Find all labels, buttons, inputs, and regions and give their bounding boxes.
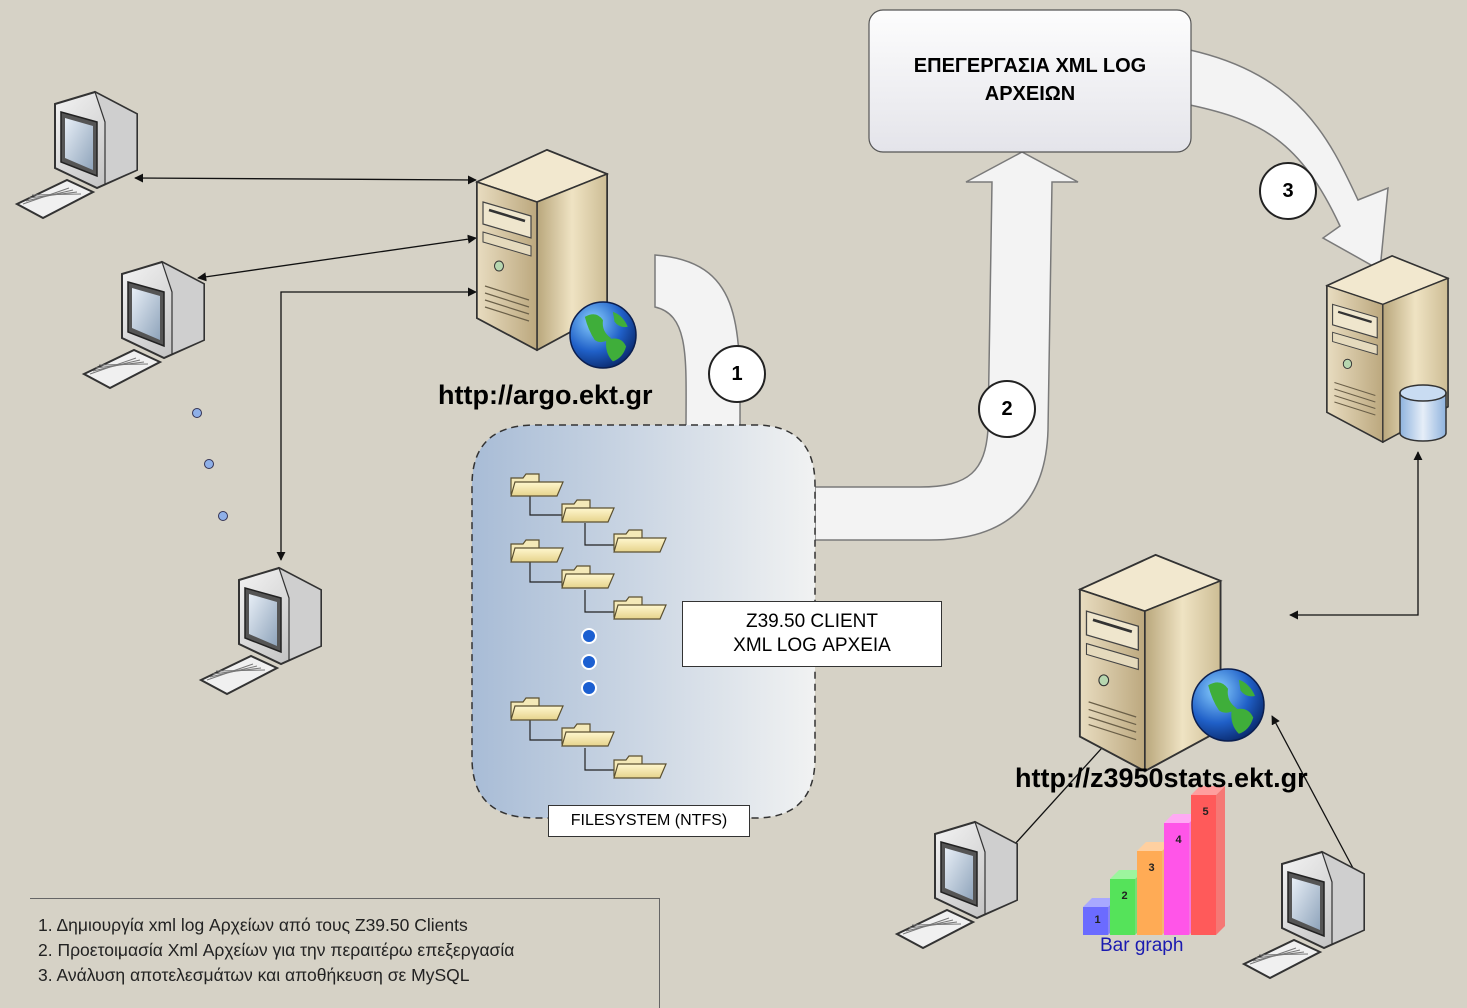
- step-3-badge: 3: [1259, 162, 1317, 220]
- flow-arrow-2: [814, 151, 1079, 541]
- ellipsis-dots: [192, 408, 228, 521]
- step-2-badge: 2: [978, 380, 1036, 438]
- legend-box: 1. Δημιουργία xml log Αρχείων από τους Z…: [30, 898, 660, 1008]
- bar-label-3: 3: [1148, 862, 1154, 874]
- folder-icon-2: [561, 499, 615, 523]
- folder-icon-9: [613, 755, 667, 779]
- client-computer-icon-2: [81, 260, 205, 390]
- folder-icon-5: [561, 565, 615, 589]
- process-box-shape: [868, 9, 1192, 153]
- client-computer-icon-5: [1241, 850, 1365, 980]
- folder-icon-3: [613, 529, 667, 553]
- bar-label-2: 2: [1121, 890, 1127, 902]
- legend-item-3: 3. Ανάλυση αποτελεσμάτων και αποθήκευση …: [38, 965, 470, 985]
- xml-log-line-2: XML LOG ΑΡΧΕΙΑ: [733, 635, 891, 656]
- folder-icon-7: [510, 697, 564, 721]
- flow-arrow-3: [1189, 49, 1389, 272]
- argo-globe-icon: [569, 301, 637, 369]
- folder-icon-1: [510, 473, 564, 497]
- filesystem-label: FILESYSTEM (NTFS): [548, 805, 750, 837]
- client-computer-icon-3: [198, 566, 322, 696]
- stats-server-url: http://z3950stats.ekt.gr: [1015, 763, 1308, 793]
- folder-icon-6: [613, 596, 667, 620]
- folder-tree-lines: [529, 495, 614, 771]
- xml-log-box: Z39.50 CLIENT XML LOG ΑΡΧΕΙΑ: [682, 601, 942, 667]
- stats-globe-icon: [1191, 668, 1265, 742]
- bar-graph-icon: 1 2 3 4 5: [1083, 786, 1225, 935]
- folder-icon-8: [561, 723, 615, 747]
- bar-label-4: 4: [1175, 834, 1182, 846]
- legend-item-2: 2. Προετοιμασία Xml Αρχείων για την περα…: [38, 940, 515, 960]
- bar-5: 5: [1191, 786, 1225, 935]
- bar-label-5: 5: [1202, 806, 1208, 818]
- folder-ellipsis: [581, 628, 597, 696]
- folder-icon-4: [510, 539, 564, 563]
- process-box-label: ΕΠΕΓΕΡΓΑΣΙΑ XML LOG ΑΡΧΕΙΩΝ: [913, 55, 1147, 105]
- bar-label-1: 1: [1094, 914, 1100, 926]
- legend-item-1: 1. Δημιουργία xml log Αρχείων από τους Z…: [38, 915, 468, 935]
- client-computer-icon-1: [14, 90, 138, 220]
- stats-server-tower-icon: [1077, 553, 1223, 773]
- client-computer-icon-4: [894, 820, 1018, 950]
- argo-server-tower-icon: [474, 148, 610, 352]
- step-1-badge: 1: [708, 345, 766, 403]
- xml-log-line-1: Z39.50 CLIENT: [746, 611, 878, 632]
- argo-server-url: http://argo.ekt.gr: [438, 380, 653, 410]
- mysql-database-icon: [1399, 384, 1447, 442]
- connector-lines: [134, 173, 1423, 886]
- bar-graph-label: Bar graph: [1100, 935, 1184, 956]
